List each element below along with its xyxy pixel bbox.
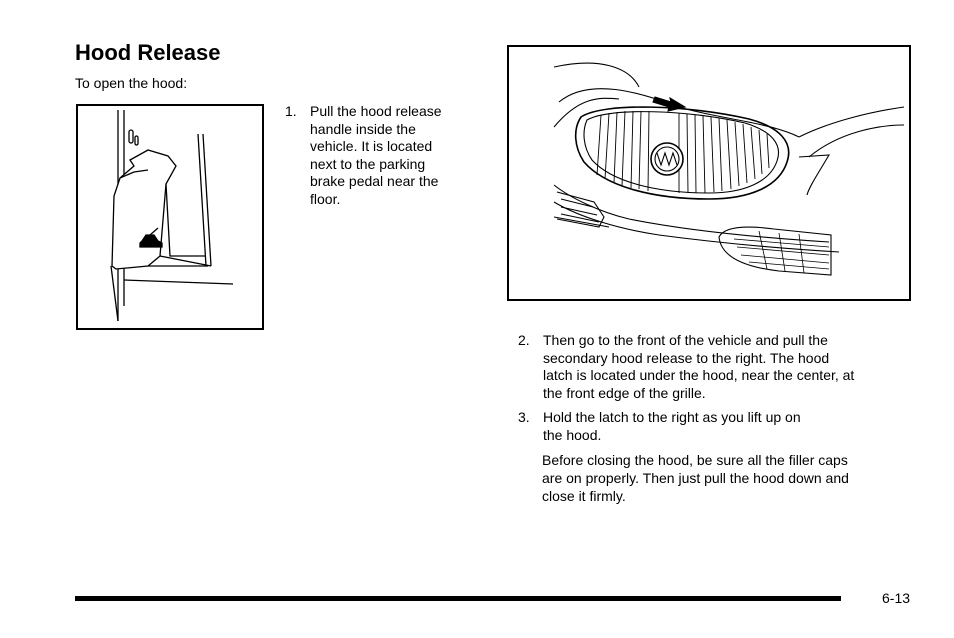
hood-release-handle-illustration	[76, 104, 264, 330]
step-1: 1. Pull the hood release handle inside t…	[285, 103, 485, 208]
step-line: the hood.	[543, 426, 602, 443]
step-line: next to the parking	[310, 155, 426, 172]
step-line: handle inside the	[310, 120, 416, 137]
step-line: Pull the hood release	[310, 103, 442, 119]
step-2: 2. Then go to the front of the vehicle a…	[518, 332, 918, 402]
step-3: 3. Hold the latch to the right as you li…	[518, 409, 918, 444]
page-number: 6-13	[882, 590, 911, 606]
step-line: vehicle. It is located	[310, 138, 433, 154]
step-line: the front edge of the grille.	[543, 384, 706, 401]
step-number: 1.	[285, 103, 297, 119]
note-line: close it firmly.	[542, 488, 626, 504]
intro-text: To open the hood:	[75, 75, 188, 91]
step-number: 3.	[518, 409, 530, 425]
closing-note: Before closing the hood, be sure all the…	[542, 451, 912, 505]
step-line: floor.	[310, 190, 341, 207]
step-line: secondary hood release to the right. The…	[543, 349, 830, 366]
vehicle-grille-illustration	[507, 45, 911, 301]
note-line: Before closing the hood, be sure all the…	[542, 452, 848, 468]
step-line: Hold the latch to the right as you lift …	[543, 409, 801, 425]
step-line: Then go to the front of the vehicle and …	[543, 332, 828, 348]
page-title: Hood Release	[75, 40, 221, 65]
note-line: are on properly. Then just pull the hood…	[542, 470, 849, 486]
footer-rule	[75, 596, 841, 601]
step-line: latch is located under the hood, near th…	[543, 367, 855, 383]
step-line: brake pedal near the	[310, 173, 439, 189]
step-number: 2.	[518, 332, 530, 348]
